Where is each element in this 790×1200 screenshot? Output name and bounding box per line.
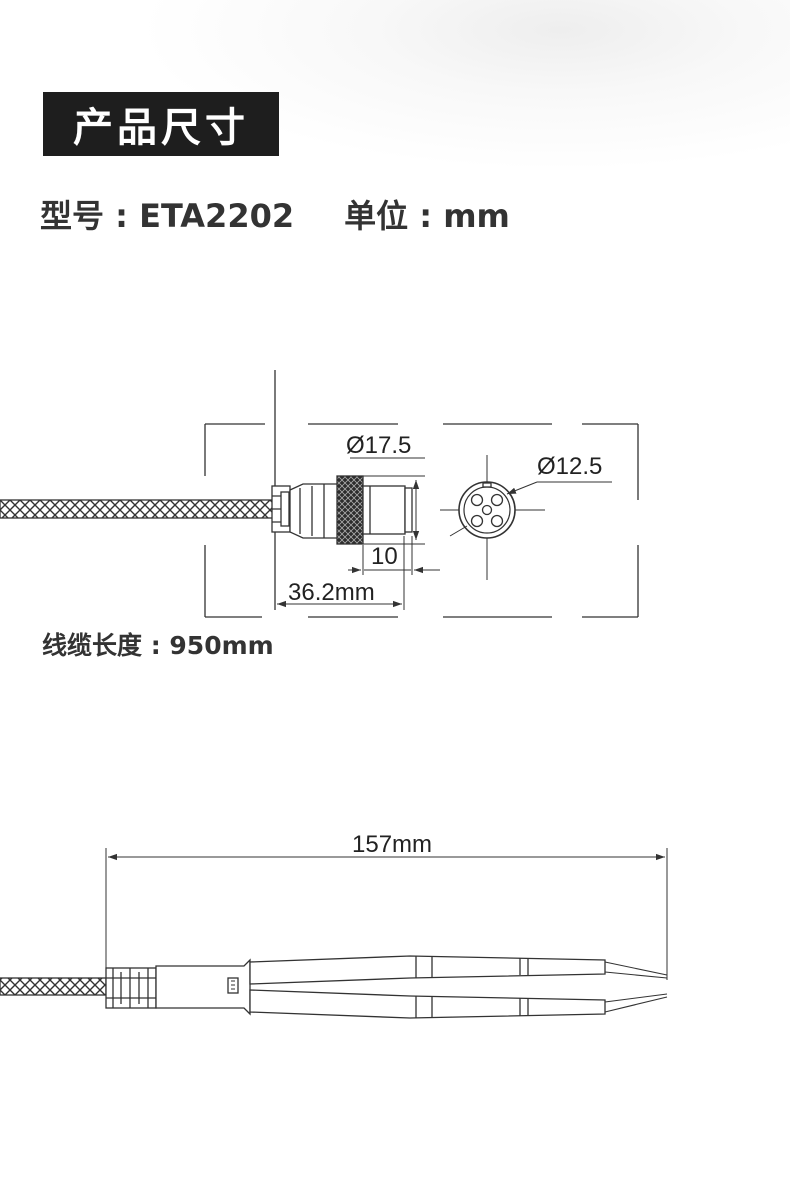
connector-body	[289, 475, 413, 545]
strain-relief	[105, 967, 157, 1009]
tweezer-handle	[155, 958, 251, 1016]
section-title: 产品尺寸	[43, 92, 279, 156]
label-tweezer-length: 157mm	[352, 831, 432, 858]
background-glow	[0, 0, 790, 330]
dimension-outer-diameter	[350, 457, 425, 545]
frame-brackets	[204, 423, 639, 618]
cable-nut	[271, 485, 291, 533]
section-title-text: 产品尺寸	[73, 105, 249, 151]
spec-line: 型号 : ETA2202 单位 : mm	[40, 192, 510, 236]
braided-cable	[0, 499, 276, 519]
cable-length-label: 线缆长度 : 950mm	[42, 631, 274, 660]
dimension-tweezer-length	[105, 848, 668, 980]
knurled-ring	[336, 475, 364, 545]
model-label: 型号 : ETA2202	[40, 197, 295, 235]
label-outer-diameter: Ø17.5	[346, 432, 411, 459]
label-tip-length: 10	[371, 543, 398, 570]
label-face-diameter: Ø12.5	[537, 453, 602, 480]
tweezer-drawing	[0, 848, 668, 1019]
tweezer-arm-lower	[249, 989, 668, 1019]
unit-label: 单位 : mm	[344, 197, 510, 235]
dimension-total-length	[277, 536, 405, 610]
connector-face	[440, 455, 545, 580]
tweezer-arm-upper	[249, 955, 668, 985]
connector-drawing	[0, 370, 639, 618]
dimension-tip-length	[348, 536, 440, 575]
dimension-face-diameter	[449, 481, 612, 537]
label-total-length: 36.2mm	[288, 579, 375, 606]
tweezer-cable	[0, 977, 107, 996]
